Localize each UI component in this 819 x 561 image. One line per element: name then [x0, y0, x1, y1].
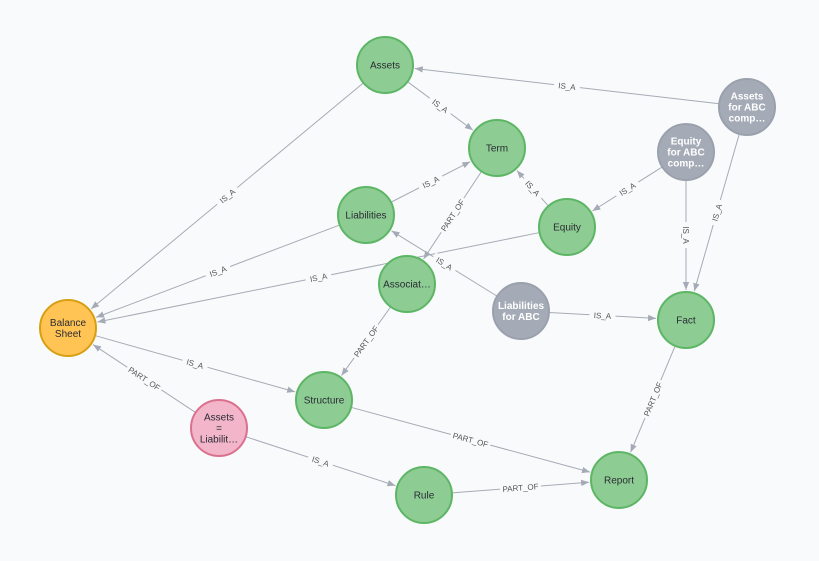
node-fact[interactable]: Fact	[657, 291, 715, 349]
edge-label: PART_OF	[439, 198, 467, 233]
edge-label-bg	[553, 79, 581, 93]
edge-equity-balance[interactable]: IS_A	[97, 232, 540, 324]
edge-label: IS_A	[558, 81, 577, 92]
edge-label-bg	[416, 171, 445, 193]
node-circle[interactable]	[356, 36, 414, 94]
edge-label: IS_A	[309, 272, 328, 284]
edge-label: PART_OF	[642, 381, 664, 418]
edge-assets_eq-balance[interactable]: PART_OF	[92, 344, 196, 413]
edge-assets_eq-rule[interactable]: IS_A	[245, 436, 396, 487]
edge-label: IS_A	[185, 358, 205, 372]
node-circle[interactable]	[337, 186, 395, 244]
edge-liabilities-balance[interactable]: IS_A	[95, 224, 340, 318]
node-assets[interactable]: Assets	[356, 36, 414, 94]
edge-equity_abc-equity[interactable]: IS_A	[592, 166, 663, 212]
edge-label-bg	[499, 481, 542, 495]
edge-balance-structure[interactable]: IS_A	[94, 335, 296, 393]
edge-label-bg	[520, 175, 546, 202]
edge-label-bg	[640, 378, 666, 420]
edge-label: PART_OF	[502, 482, 539, 494]
node-circle[interactable]	[590, 451, 648, 509]
edge-label-bg	[426, 94, 454, 118]
node-assets_eq[interactable]: Assets=Liabilit…	[190, 399, 248, 457]
node-rule[interactable]: Rule	[395, 466, 453, 524]
edge-label: PART_OF	[452, 431, 489, 449]
edge-label-bg	[214, 183, 241, 209]
edge-label-bg	[437, 195, 469, 236]
node-circle[interactable]	[718, 78, 776, 136]
node-circle[interactable]	[378, 255, 436, 313]
node-circle[interactable]	[468, 119, 526, 177]
edge-liabilities_abc-fact[interactable]: IS_A	[548, 309, 657, 322]
node-circle[interactable]	[395, 466, 453, 524]
node-circle[interactable]	[657, 123, 715, 181]
edge-label: PART_OF	[127, 365, 162, 393]
edge-fact-report[interactable]: PART_OF	[630, 345, 676, 453]
node-circle[interactable]	[538, 198, 596, 256]
edge-label: PART_OF	[352, 324, 380, 359]
edge-label-bg	[449, 429, 492, 450]
edge-association-structure[interactable]: PART_OF	[341, 306, 392, 376]
edge-assets-term[interactable]: IS_A	[407, 81, 474, 131]
node-circle[interactable]	[295, 371, 353, 429]
edge-liabilities-term[interactable]: IS_A	[390, 161, 471, 203]
node-circle[interactable]	[657, 291, 715, 349]
edge-label-bg	[124, 363, 165, 395]
edge-label-bg	[204, 261, 232, 281]
edge-label-bg	[681, 222, 691, 248]
edge-label-bg	[708, 198, 726, 227]
edge-label-bg	[350, 321, 383, 361]
node-term[interactable]: Term	[468, 119, 526, 177]
edge-equity_abc-fact[interactable]: IS_A	[681, 180, 691, 290]
edge-label: IS_A	[711, 202, 725, 222]
edge-equity-term[interactable]: IS_A	[516, 170, 549, 207]
node-association[interactable]: Associat…	[378, 255, 436, 313]
edge-label-bg	[181, 355, 209, 373]
node-report[interactable]: Report	[590, 451, 648, 509]
edge-label: IS_A	[681, 226, 690, 244]
node-structure[interactable]: Structure	[295, 371, 353, 429]
edge-label: IS_A	[311, 455, 331, 469]
node-circle[interactable]	[492, 282, 550, 340]
edge-rule-report[interactable]: PART_OF	[451, 479, 590, 495]
edge-assets_abc-fact[interactable]: IS_A	[693, 133, 740, 292]
edge-label-bg	[613, 177, 642, 201]
edge-label: IS_A	[594, 311, 612, 321]
edge-label-bg	[306, 452, 335, 470]
edge-structure-report[interactable]: PART_OF	[350, 406, 591, 474]
edge-label-bg	[304, 269, 333, 285]
node-equity[interactable]: Equity	[538, 198, 596, 256]
node-circle[interactable]	[190, 399, 248, 457]
edge-label-bg	[589, 309, 616, 322]
node-liabilities[interactable]: Liabilities	[337, 186, 395, 244]
node-circle[interactable]	[39, 299, 97, 357]
edge-assets_abc-assets[interactable]: IS_A	[414, 66, 720, 105]
edge-label-bg	[430, 252, 459, 275]
